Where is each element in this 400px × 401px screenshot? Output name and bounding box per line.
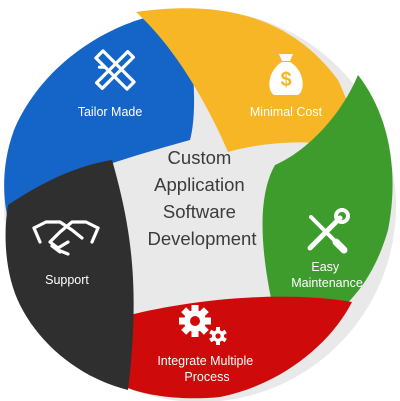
- label-tailor-made: Tailor Made: [78, 105, 143, 119]
- segment-tailor-made: [4, 10, 195, 215]
- label-minimal-cost: Minimal Cost: [250, 105, 323, 119]
- svg-text:$: $: [280, 69, 291, 91]
- gears-icon: [179, 305, 227, 345]
- label-support: Support: [45, 273, 89, 287]
- center-title: Custom Application Software Development: [147, 147, 256, 249]
- handshake-icon: [32, 220, 100, 256]
- segment-support: [5, 160, 134, 390]
- label-easy-maintenance: Easy Maintenance: [291, 260, 363, 290]
- segment-easy-maintenance: [262, 75, 393, 318]
- segment-minimal-cost: [136, 8, 356, 153]
- money-bag-icon: $: [269, 54, 303, 95]
- wrench-screwdriver-icon: [307, 208, 350, 254]
- ruler-pencil-icon: [94, 49, 136, 91]
- label-integrate-multiple-process: Integrate Multiple Process: [157, 354, 256, 384]
